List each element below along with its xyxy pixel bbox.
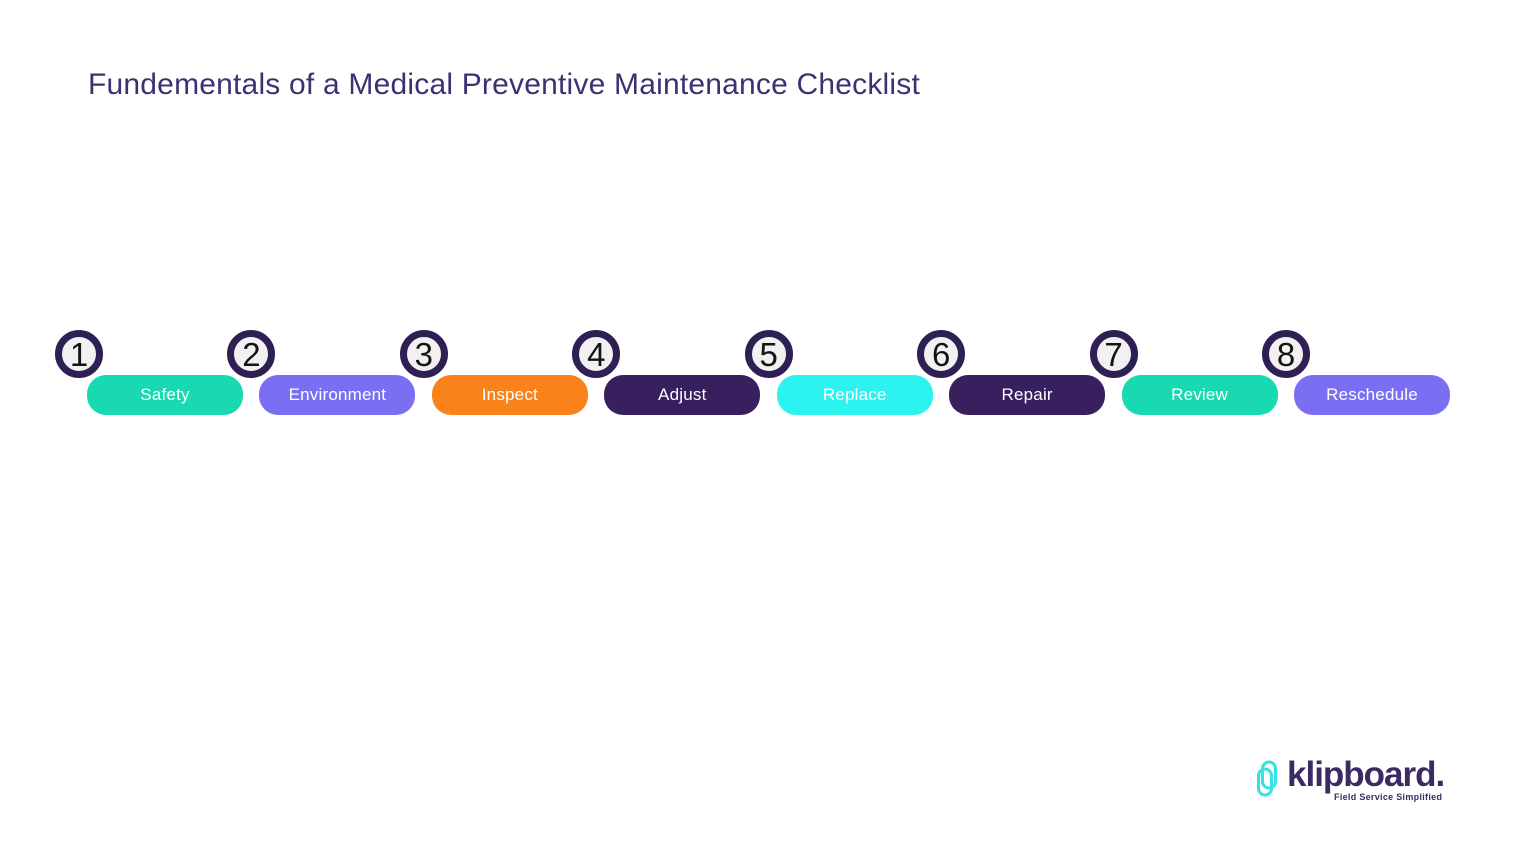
- step-label: Adjust: [658, 385, 707, 404]
- step-number-circle: 4: [572, 330, 621, 378]
- step: Environment 2: [227, 330, 416, 415]
- step: Review 7: [1089, 330, 1278, 415]
- step-number: 3: [414, 336, 434, 373]
- step-number-circle: 8: [1262, 330, 1310, 378]
- logo-wordmark: klipboard.: [1287, 755, 1445, 794]
- step-number: 1: [69, 336, 89, 373]
- step-number: 4: [587, 336, 606, 373]
- logo-text-block: klipboard. Field Service Simplified: [1287, 754, 1445, 802]
- step-number: 5: [759, 336, 778, 373]
- step-label: Environment: [288, 385, 387, 404]
- step: Replace 5: [744, 330, 933, 415]
- step-number-circle: 1: [55, 330, 103, 378]
- step-number-circle: 2: [227, 330, 276, 378]
- step: Adjust 4: [572, 330, 761, 415]
- step-label: Replace: [822, 385, 887, 404]
- step-number: 2: [242, 336, 261, 373]
- step-number: 7: [1104, 336, 1123, 373]
- step-pill: Review: [1121, 375, 1278, 415]
- step-label: Review: [1171, 385, 1229, 404]
- step-label: Reschedule: [1326, 385, 1418, 404]
- klipboard-logo: klipboard. Field Service Simplified: [1254, 754, 1445, 802]
- step: Safety 1: [55, 330, 243, 415]
- step-number: 8: [1276, 336, 1296, 373]
- step-pill: Reschedule: [1294, 375, 1450, 415]
- step-pill: Safety: [87, 375, 243, 415]
- step-label: Repair: [1001, 385, 1053, 404]
- step-label: Safety: [140, 385, 190, 404]
- step-number-circle: 7: [1089, 330, 1138, 378]
- logo-tagline: Field Service Simplified: [1334, 792, 1443, 802]
- step: Inspect 3: [399, 330, 588, 415]
- step: Reschedule 8: [1262, 330, 1450, 415]
- step-number-circle: 5: [744, 330, 793, 378]
- page-title: Fundementals of a Medical Preventive Mai…: [88, 68, 921, 101]
- step-number-circle: 3: [399, 330, 448, 378]
- step-pill: Environment: [259, 375, 416, 415]
- step-pill: Inspect: [431, 375, 588, 415]
- step-pill: Replace: [776, 375, 933, 415]
- step-number: 6: [931, 336, 951, 373]
- step-number-circle: 6: [917, 330, 966, 378]
- step-pill: Adjust: [604, 375, 761, 415]
- step: Repair 6: [917, 330, 1106, 415]
- paperclip-icon: [1257, 760, 1277, 797]
- step-pill: Repair: [949, 375, 1106, 415]
- step-label: Inspect: [481, 385, 538, 404]
